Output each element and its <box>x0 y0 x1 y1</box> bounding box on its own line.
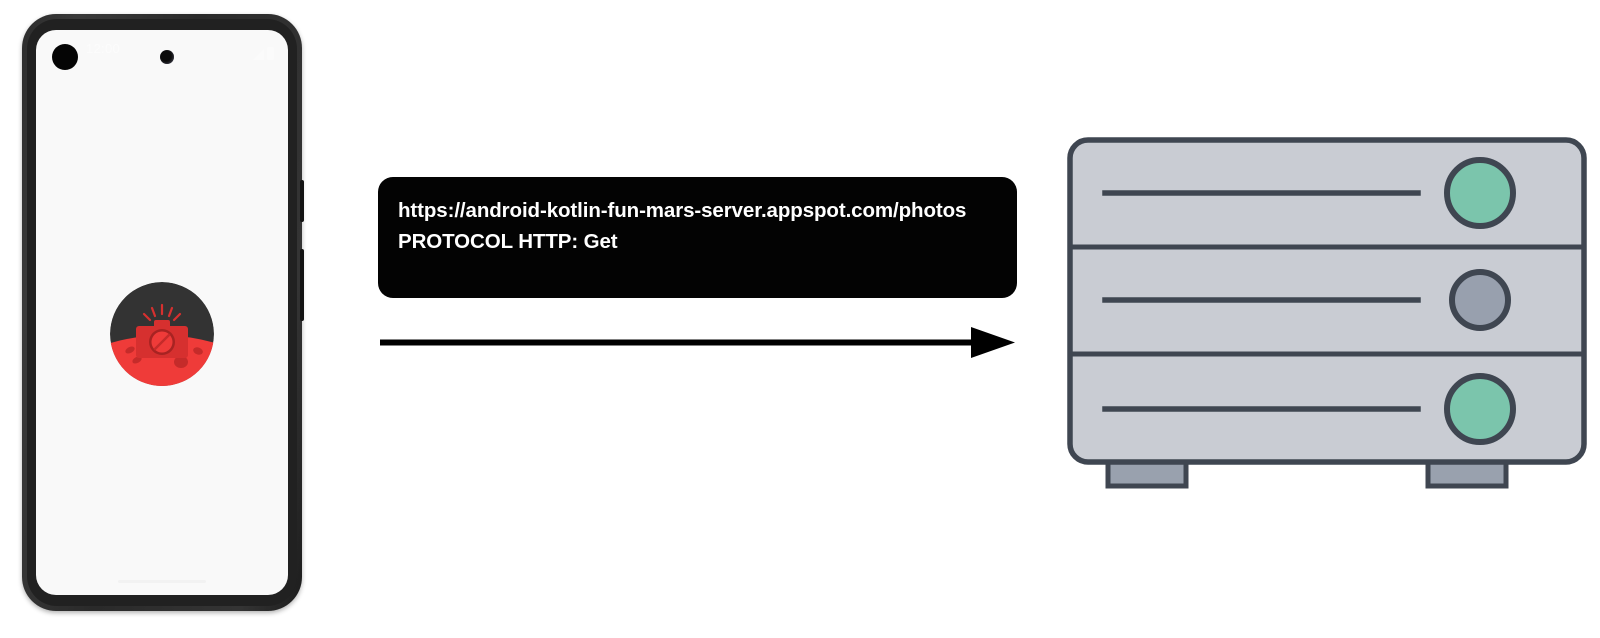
phone-screen[interactable]: 12:00 <box>36 30 288 595</box>
request-url-line-1: https://android-kotlin-fun-mars-server.a… <box>398 199 863 222</box>
status-bar-icons <box>253 47 274 60</box>
status-bar: 12:00 <box>36 30 288 70</box>
camera-glyph <box>136 320 188 358</box>
arrow-head <box>971 327 1015 358</box>
gesture-home-indicator[interactable] <box>118 580 206 583</box>
web-server-illustration <box>1067 137 1587 489</box>
android-phone-device: 12:00 <box>22 14 304 611</box>
request-direction-arrow <box>380 327 1015 358</box>
crater-large <box>174 356 188 368</box>
status-led-active <box>1444 373 1516 445</box>
app-indicator-dot <box>52 44 78 70</box>
status-bar-time: 12:00 <box>86 41 121 56</box>
request-url-text: https://android-kotlin-fun-mars-server.a… <box>398 195 986 226</box>
crater-small-1 <box>125 346 135 354</box>
server-bay-2 <box>1102 269 1511 331</box>
battery-icon <box>267 47 274 60</box>
request-protocol-text: PROTOCOL HTTP: Get <box>398 230 618 253</box>
mars-photos-app-icon[interactable] <box>110 282 214 386</box>
crater-small-2 <box>132 356 142 364</box>
power-button[interactable] <box>300 180 304 222</box>
volume-button[interactable] <box>300 249 304 321</box>
status-led-idle <box>1449 269 1511 331</box>
camera-flash-rays <box>142 303 182 322</box>
signal-icon <box>253 49 264 60</box>
front-camera-punch-hole <box>160 50 174 64</box>
request-url-line-2: om/photos <box>862 199 967 222</box>
status-led-active <box>1444 157 1516 229</box>
http-request-callout: https://android-kotlin-fun-mars-server.a… <box>378 177 1017 298</box>
server-bay-3 <box>1102 373 1516 445</box>
server-bay-1 <box>1102 157 1516 229</box>
crater-small-3 <box>193 347 203 355</box>
